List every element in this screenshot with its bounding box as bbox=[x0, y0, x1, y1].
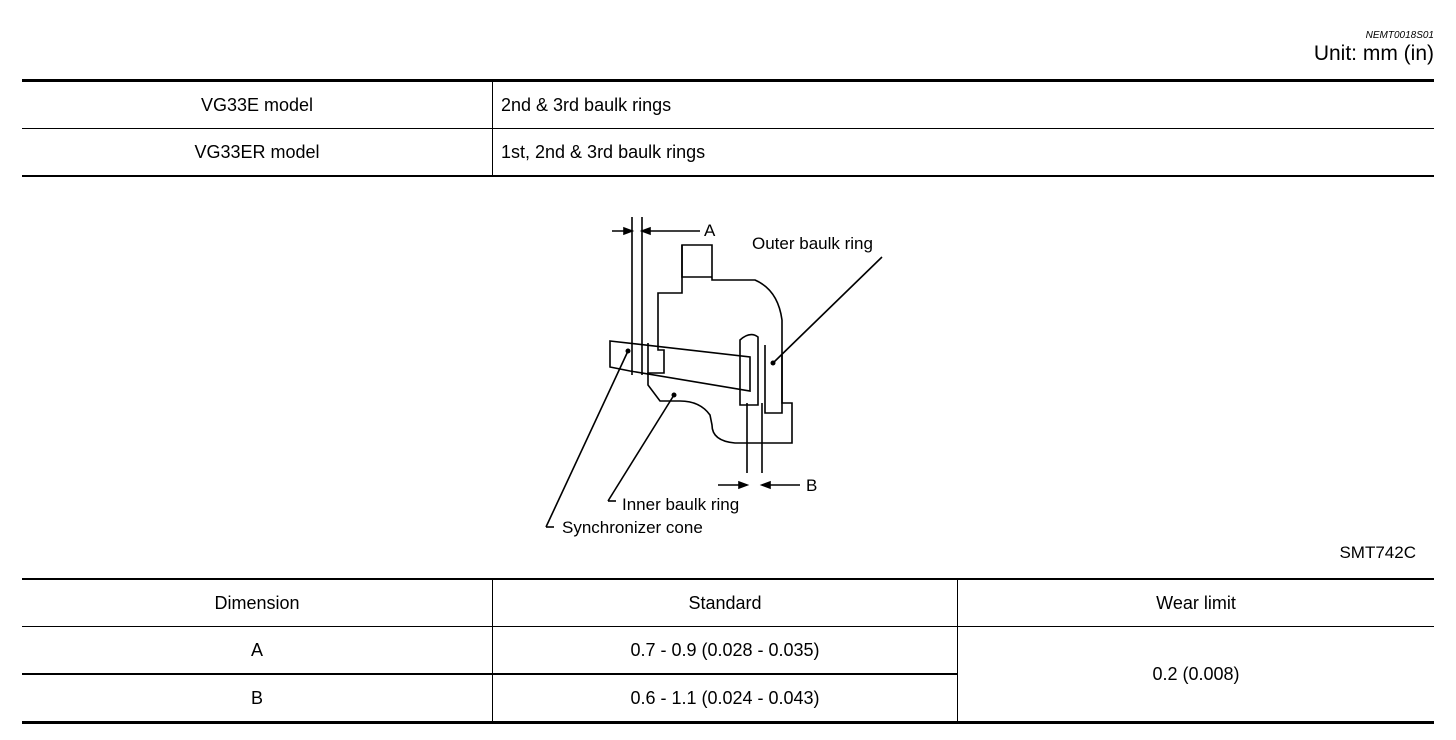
leader-dot bbox=[625, 348, 631, 354]
arrowhead bbox=[738, 480, 750, 490]
outer-ring-label: Outer baulk ring bbox=[752, 234, 873, 253]
synchronizer-cone bbox=[609, 340, 751, 392]
arrowhead bbox=[623, 226, 635, 236]
reference-code: NEMT0018S01 bbox=[1365, 30, 1434, 41]
inner-ring-label: Inner baulk ring bbox=[622, 495, 739, 514]
table-header-row: Dimension Standard Wear limit bbox=[22, 579, 1434, 627]
dimension-cell: A bbox=[22, 626, 493, 675]
table-row: B 0.6 - 1.1 (0.024 - 0.043) bbox=[22, 674, 1434, 723]
standard-cell: 0.6 - 1.1 (0.024 - 0.043) bbox=[492, 674, 958, 723]
leader-dot bbox=[671, 392, 677, 398]
column-header: Dimension bbox=[22, 579, 493, 627]
label-b: B bbox=[806, 476, 817, 495]
dimension-table: Dimension Standard Wear limit A 0.7 - 0.… bbox=[22, 578, 1434, 724]
model-cell: VG33E model bbox=[22, 80, 493, 129]
cone-leader bbox=[545, 350, 629, 528]
outer-baulk-ring bbox=[764, 345, 783, 414]
baulk-ring-diagram: A B Outer baulk ring Inner baulk ring Sy… bbox=[545, 217, 883, 537]
dimension-cell: B bbox=[22, 674, 493, 723]
inner-baulk-ring bbox=[739, 333, 759, 406]
arrowhead bbox=[759, 480, 771, 490]
model-cell: VG33ER model bbox=[22, 128, 493, 177]
arrowhead bbox=[639, 226, 651, 236]
table-row: A 0.7 - 0.9 (0.028 - 0.035) 0.2 (0.008) bbox=[22, 626, 1434, 684]
rings-cell: 2nd & 3rd baulk rings bbox=[492, 80, 1434, 129]
synchronizer-body bbox=[647, 244, 793, 444]
sleeve-notch bbox=[681, 245, 712, 278]
wear-limit-cell: 0.2 (0.008) bbox=[1152, 663, 1240, 684]
leader-dot bbox=[770, 360, 776, 366]
model-table: VG33E model 2nd & 3rd baulk rings VG33ER… bbox=[22, 79, 1434, 177]
outer-ring-leader bbox=[772, 256, 883, 364]
cone-label: Synchronizer cone bbox=[562, 518, 703, 537]
column-header: Wear limit bbox=[957, 579, 1434, 627]
unit-label: Unit: mm (in) bbox=[1313, 42, 1434, 65]
inner-ring-leader bbox=[607, 394, 675, 502]
label-a: A bbox=[704, 221, 716, 240]
table-row: VG33E model 2nd & 3rd baulk rings bbox=[22, 80, 1434, 129]
column-header: Standard bbox=[492, 579, 958, 627]
figure-code: SMT742C bbox=[1339, 543, 1416, 562]
table-row: VG33ER model 1st, 2nd & 3rd baulk rings bbox=[22, 128, 1434, 177]
standard-cell: 0.7 - 0.9 (0.028 - 0.035) bbox=[492, 626, 958, 675]
rings-cell: 1st, 2nd & 3rd baulk rings bbox=[492, 128, 1434, 177]
